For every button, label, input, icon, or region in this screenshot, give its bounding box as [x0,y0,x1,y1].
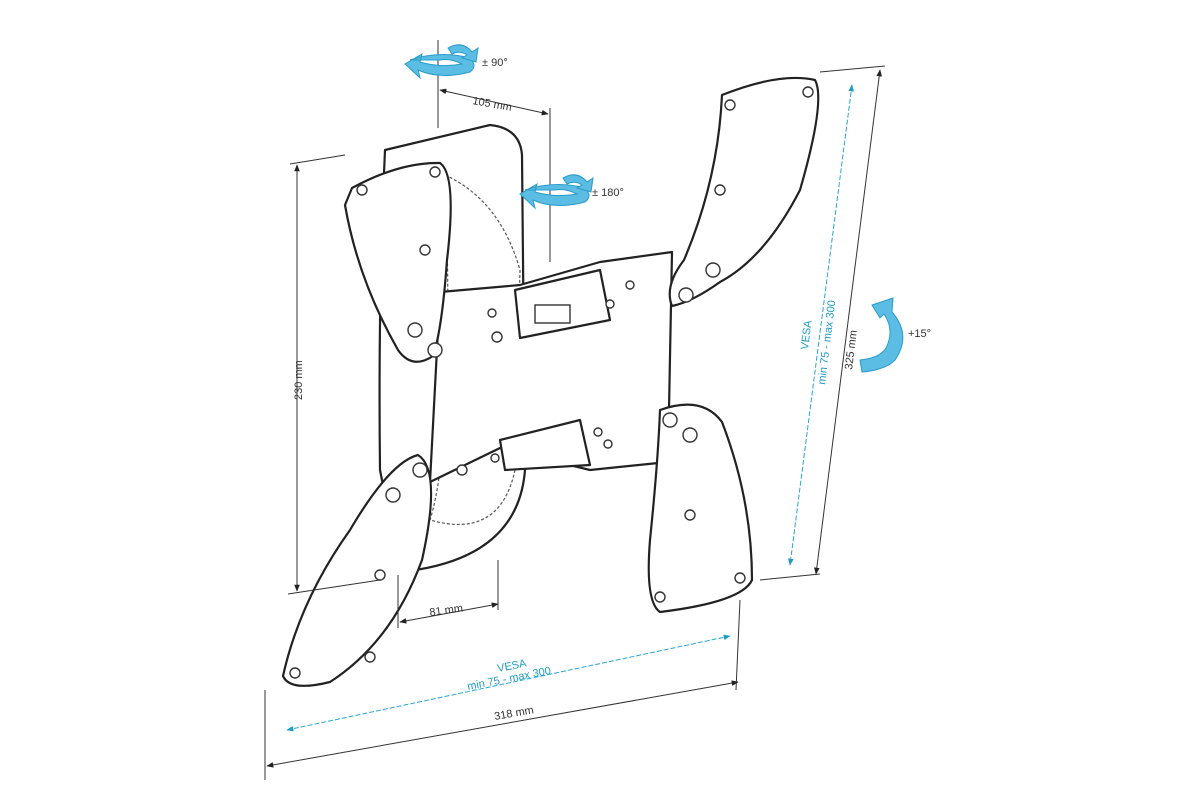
ext-line [289,154,346,165]
body-holes [456,280,635,476]
tilt-arrow-icon [859,297,904,373]
swivel-90-arrow-icon [404,44,479,80]
dim-105-label: 105 mm [471,95,512,114]
dim-230-label: 230 mm [293,360,305,400]
swivel-180-label: ± 180° [592,187,624,199]
vesa-vertical-range: min 75 - max 300 [816,300,838,386]
dim-81-label: 81 mm [429,602,464,619]
dim-81-line [399,602,499,624]
plate-bottom-right [647,403,754,614]
swivel-180-arrow-icon [519,174,594,210]
vesa-vertical-title: VESA [799,319,815,350]
tilt-label: +15° [908,328,931,340]
vesa-horizontal-title: VESA [496,657,528,675]
ext-line [735,599,741,691]
vesa-vertical-line [788,84,854,566]
plate-top-right [668,76,820,308]
ext-line [287,579,381,595]
plate-top-left [343,161,452,363]
dim-325-label: 325 mm [843,329,860,370]
swivel-90-label: ± 90° [482,57,508,69]
vesa-horizontal-line [286,634,731,732]
ext-line [819,65,886,73]
dim-318-label: 318 mm [493,704,534,723]
dim-105-line [439,88,549,116]
plate-bottom-left [281,453,433,687]
ext-line [759,573,821,581]
dim-318-line [266,680,739,768]
